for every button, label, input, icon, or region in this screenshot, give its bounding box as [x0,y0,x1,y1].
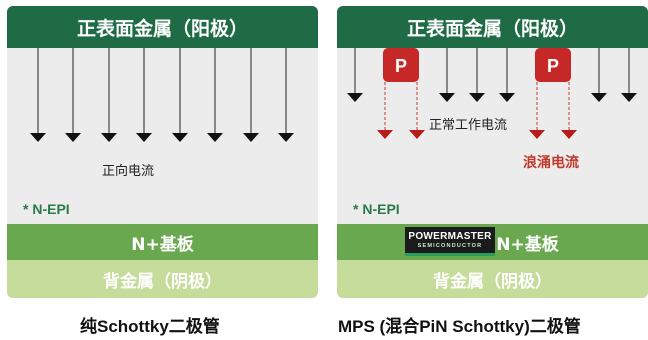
cathode-back-metal: 背金属（阴极） [7,260,318,298]
mps-current-arrows: P P [347,48,637,139]
arrowhead-icon [243,133,259,142]
arrowhead-icon [172,133,188,142]
mps-caption: MPS (混合PiN Schottky)二极管 [338,317,581,336]
arrowhead-icon [136,133,152,142]
logo-accent-bar [405,253,495,256]
arrowhead-icon [591,93,607,102]
arrowhead-icon [278,133,294,142]
arrowhead-icon [621,93,637,102]
p-region-right [535,48,571,82]
forward-current-arrows [30,48,294,142]
cathode-back-metal: 背金属（阴极） [337,260,648,298]
arrowhead-icon [499,93,515,102]
arrowhead-icon [101,133,117,142]
schottky-caption: 纯Schottky二极管 [80,317,220,336]
anode-top-metal: 正表面金属（阳极） [337,6,648,48]
n-epi-label: * N-EPI [23,201,70,217]
n-plus-substrate: N+基板 [7,224,318,260]
schottky-diode-panel: 正表面金属（阳极） 正向电流 * N-EPI N+基板 背金属（阴极） [7,6,318,298]
n-epi-label: * N-EPI [353,201,400,217]
arrowhead-icon [439,93,455,102]
anode-top-metal: 正表面金属（阳极） [7,6,318,48]
surge-arrowhead-icon [409,130,425,139]
logo-sub-text: SEMICONDUCTOR [417,243,483,250]
surge-arrowhead-icon [377,130,393,139]
surge-arrowhead-icon [529,130,545,139]
p-region-left [383,48,419,82]
forward-current-label: 正向电流 [102,164,155,179]
surge-arrowhead-icon [561,130,577,139]
mps-diode-panel: 正表面金属（阳极） P P [337,6,648,298]
arrowhead-icon [469,93,485,102]
surge-current-label: 浪涌电流 [523,155,579,171]
powermaster-logo: POWERMASTER SEMICONDUCTOR [405,227,495,255]
normal-current-label: 正常工作电流 [429,118,508,133]
arrowhead-icon [347,93,363,102]
p-region-label: P [547,56,559,76]
logo-brand-text: POWERMASTER [408,231,492,243]
arrowhead-icon [65,133,81,142]
arrowhead-icon [30,133,46,142]
p-region-label: P [395,56,407,76]
arrowhead-icon [207,133,223,142]
